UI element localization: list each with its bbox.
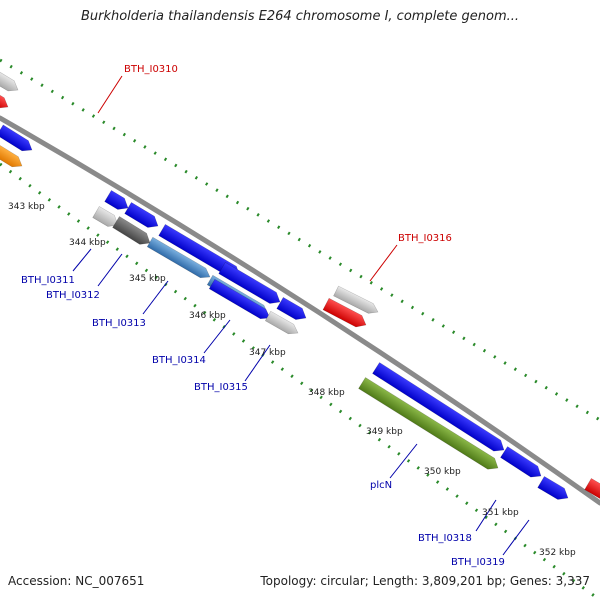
- gene-arrow-shape[interactable]: [372, 362, 507, 456]
- gene-arrow[interactable]: [146, 236, 213, 282]
- gene-arrow[interactable]: [276, 297, 309, 323]
- gene-arrow-shape[interactable]: [208, 278, 273, 322]
- gene-arrow-shape[interactable]: [0, 66, 21, 95]
- gene-label-bth-i0313[interactable]: BTH_I0313: [92, 318, 146, 329]
- gene-arrow[interactable]: [322, 297, 369, 331]
- upper-dotted-track: [0, 58, 600, 422]
- gene-label-bth-i0312[interactable]: BTH_I0312: [46, 290, 100, 301]
- accession-text: Accession: NC_007651: [8, 574, 145, 588]
- gene-label-bth-i0311[interactable]: BTH_I0311: [21, 275, 75, 286]
- label-connector-line: [142, 280, 169, 315]
- tick-label: 345 kbp: [129, 274, 166, 284]
- tick-label: 348 kbp: [308, 388, 345, 398]
- gene-arrow[interactable]: [218, 262, 284, 307]
- gene-arrow-shape[interactable]: [537, 476, 572, 503]
- gene-arrow[interactable]: [124, 202, 162, 231]
- gene-arrow-shape[interactable]: [500, 446, 544, 482]
- lower-dotted-track: [0, 162, 600, 600]
- gene-arrow-shape[interactable]: [276, 297, 309, 323]
- gene-arrow-shape[interactable]: [0, 124, 35, 155]
- label-connector-line: [369, 244, 398, 282]
- gene-arrow[interactable]: [0, 66, 21, 95]
- gene-arrow-shape[interactable]: [146, 236, 213, 282]
- gene-arrow-shape[interactable]: [124, 202, 162, 231]
- tick-label: 343 kbp: [8, 202, 45, 212]
- gene-arrow[interactable]: [584, 478, 600, 502]
- label-connector-line: [97, 253, 123, 287]
- map-title: Burkholderia thailandensis E264 chromoso…: [80, 9, 520, 24]
- gene-label-bth-i0315[interactable]: BTH_I0315: [194, 382, 248, 393]
- label-connector-line: [244, 344, 271, 382]
- gene-arrow-shape[interactable]: [0, 139, 25, 171]
- gene-arrow-shape[interactable]: [264, 310, 300, 338]
- tick-label: 347 kbp: [249, 348, 286, 358]
- tick-label: 351 kbp: [482, 508, 519, 518]
- gene-arrow[interactable]: [112, 216, 154, 248]
- label-connector-line: [389, 443, 418, 479]
- tick-label: 349 kbp: [366, 427, 403, 437]
- label-connector-line: [97, 75, 123, 114]
- gene-label-bth-i0318[interactable]: BTH_I0318: [418, 533, 472, 544]
- gene-arrow-shape[interactable]: [0, 89, 11, 112]
- gene-arrow[interactable]: [264, 310, 300, 338]
- label-connector-line: [502, 519, 530, 556]
- gene-arrow[interactable]: [0, 89, 11, 112]
- gene-arrow-shape[interactable]: [92, 206, 122, 230]
- gene-arrow[interactable]: [0, 139, 25, 171]
- gene-arrow-shape[interactable]: [218, 262, 284, 307]
- gene-label-plcn[interactable]: plcN: [370, 480, 392, 491]
- tick-label: 350 kbp: [424, 467, 461, 477]
- gene-arrow-shape[interactable]: [358, 377, 502, 473]
- gene-arrow[interactable]: [92, 206, 122, 230]
- label-connector-line: [72, 248, 92, 272]
- gene-arrow-shape[interactable]: [112, 216, 154, 248]
- gene-arrow-shape[interactable]: [322, 297, 369, 331]
- gene-label-bth-i0316[interactable]: BTH_I0316: [398, 233, 452, 244]
- gene-arrow-shape[interactable]: [584, 478, 600, 502]
- label-connector-line: [203, 319, 231, 354]
- gene-arrow[interactable]: [333, 285, 381, 317]
- label-connectors: [72, 75, 530, 556]
- gene-arrow-shape[interactable]: [333, 285, 381, 317]
- label-connector-line: [475, 499, 497, 532]
- gene-arrow[interactable]: [358, 377, 502, 473]
- gene-arrow[interactable]: [500, 446, 544, 482]
- tick-label: 346 kbp: [189, 311, 226, 321]
- gene-arrow[interactable]: [208, 278, 273, 322]
- gene-arrow-shape[interactable]: [104, 190, 132, 213]
- gene-arrow[interactable]: [0, 124, 35, 155]
- gene-label-bth-i0319[interactable]: BTH_I0319: [451, 557, 505, 568]
- gene-label-bth-i0314[interactable]: BTH_I0314: [152, 355, 206, 366]
- tick-label: 352 kbp: [539, 548, 576, 558]
- chromosome-backbone: [0, 115, 600, 506]
- gene-label-bth-i0310[interactable]: BTH_I0310: [124, 64, 178, 75]
- gene-features: [0, 66, 600, 503]
- gene-arrow[interactable]: [372, 362, 507, 456]
- tick-label: 344 kbp: [69, 238, 106, 248]
- gene-arrow[interactable]: [537, 476, 572, 503]
- topology-text: Topology: circular; Length: 3,809,201 bp…: [260, 574, 590, 588]
- gene-arrow[interactable]: [104, 190, 132, 213]
